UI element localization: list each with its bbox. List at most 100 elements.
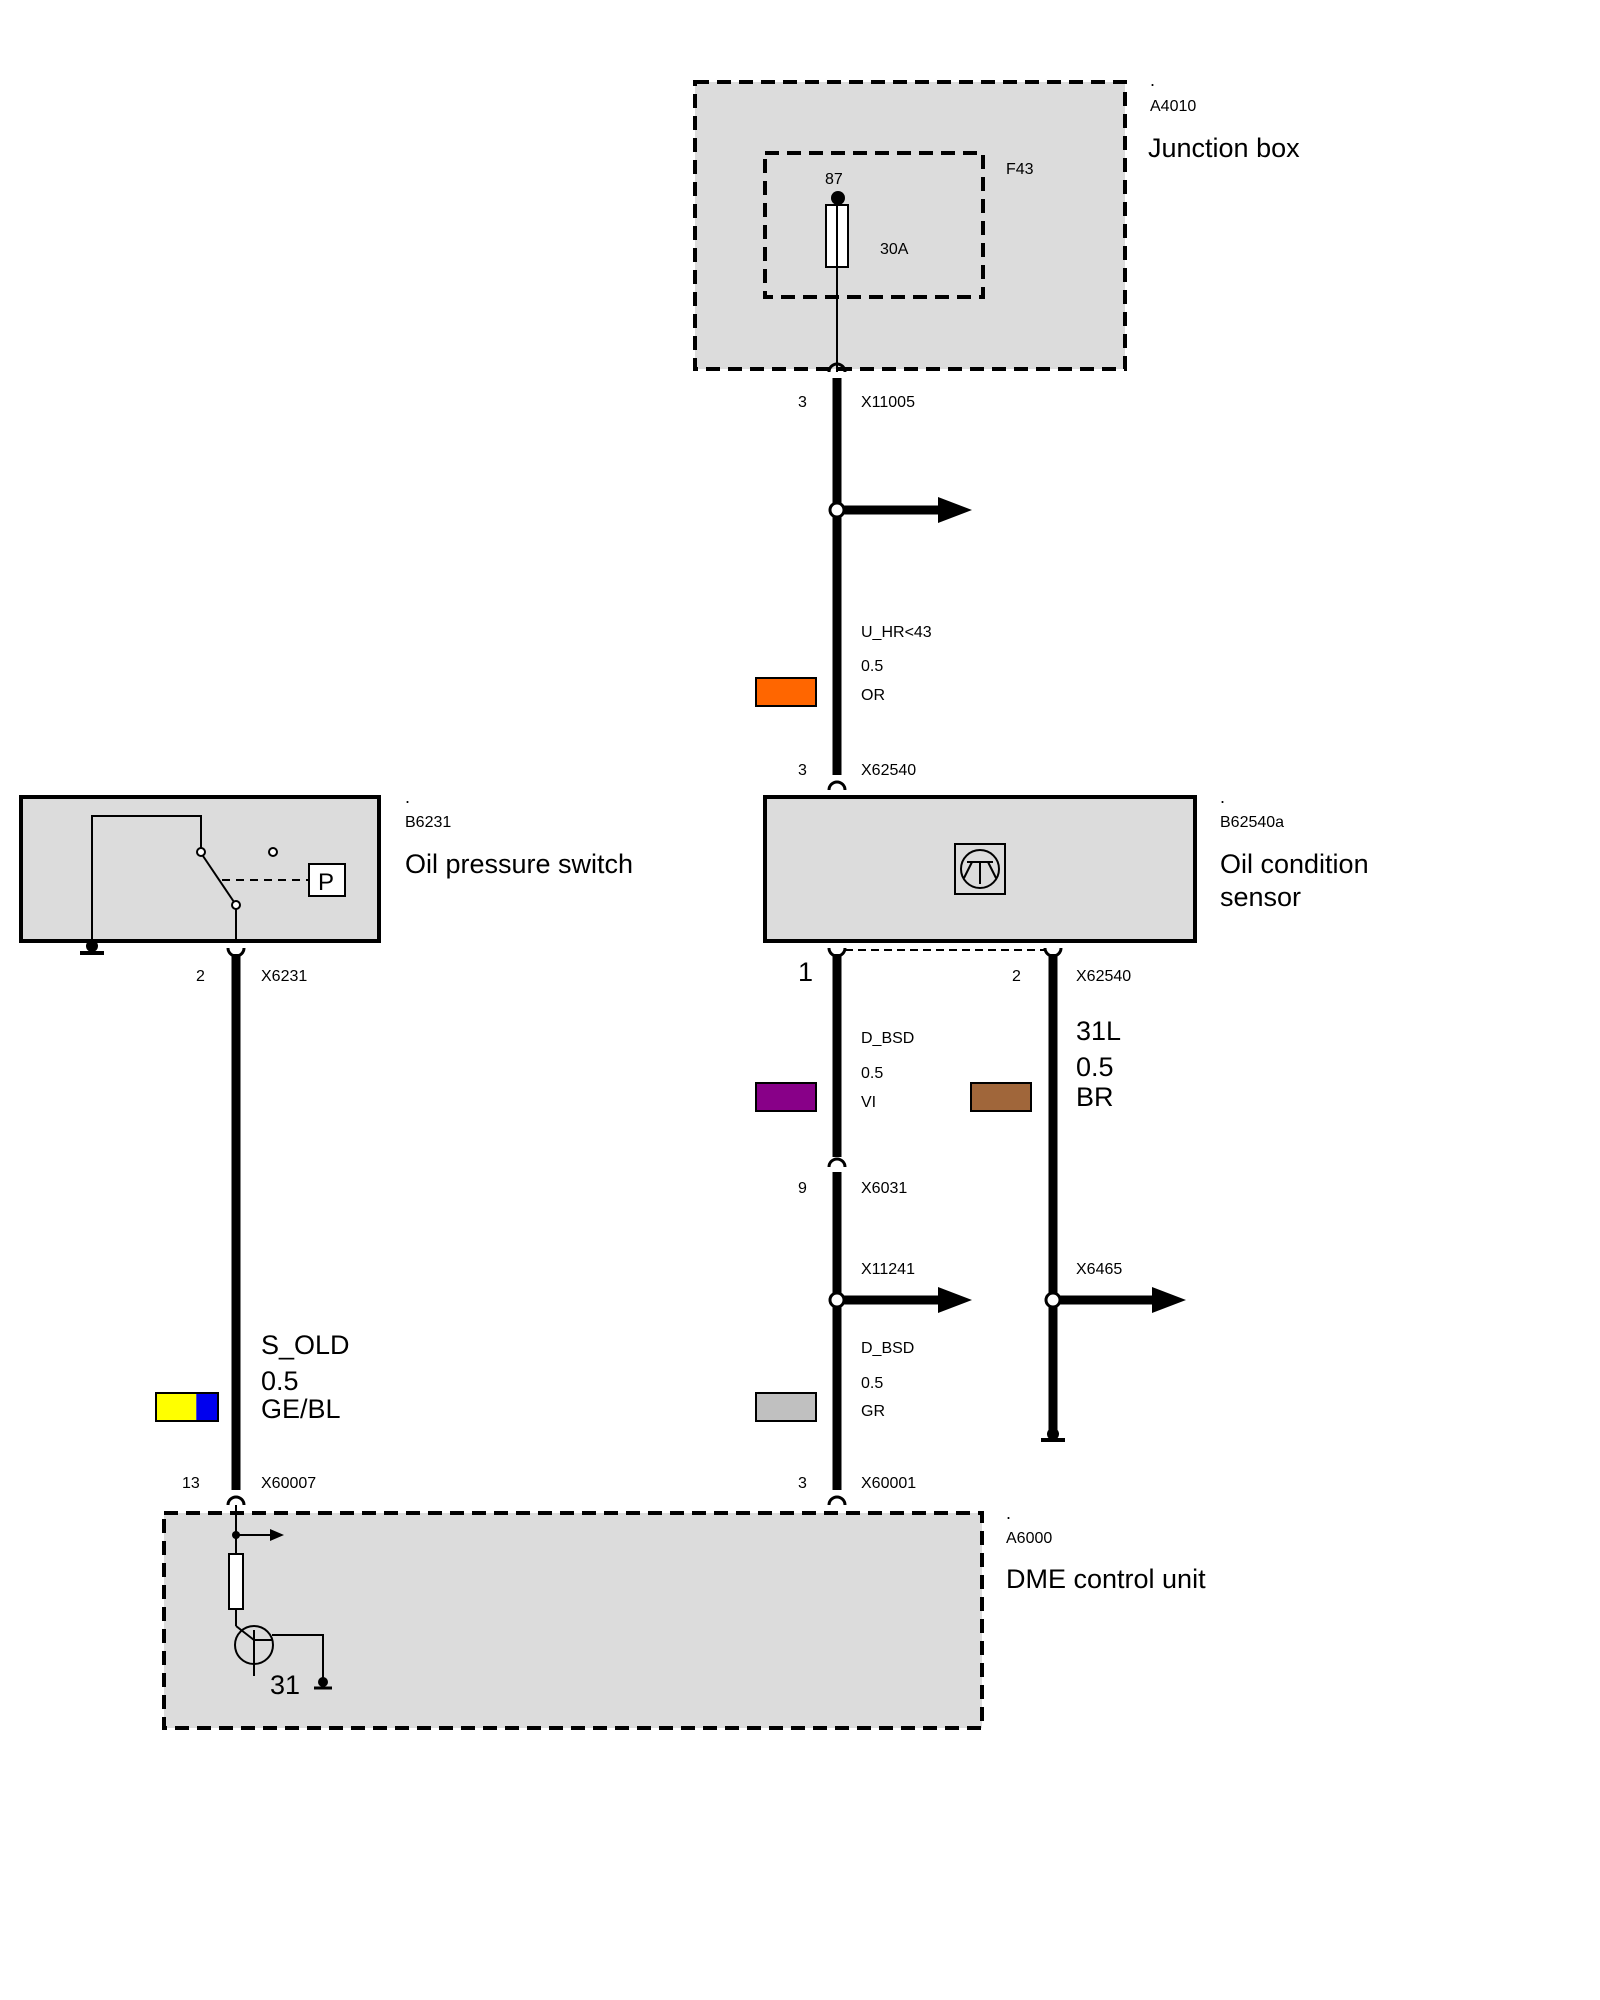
fuse-pin-87-dot bbox=[831, 191, 845, 205]
oil-pressure-switch-name: Oil pressure switch bbox=[405, 849, 633, 879]
connector-x6465-name: X6465 bbox=[1076, 1261, 1122, 1278]
connector-x60007-pin: 13 bbox=[182, 1475, 200, 1492]
pressure-symbol: P bbox=[318, 869, 334, 896]
switch-contact-lower bbox=[231, 900, 241, 910]
splice-dot-x6465 bbox=[1044, 1291, 1062, 1309]
wire-d-bsd-lower-color-swatch bbox=[755, 1392, 817, 1422]
connector-x11005-pin: 3 bbox=[798, 394, 807, 411]
dme-control-unit-name: DME control unit bbox=[1006, 1564, 1206, 1594]
oil-condition-sensor-name-line1: Oil condition bbox=[1220, 849, 1369, 879]
oil-pressure-switch-dot: . bbox=[405, 787, 410, 807]
junction-box-code: A4010 bbox=[1150, 98, 1196, 115]
wire-d-bsd-upper-color-code: VI bbox=[861, 1094, 876, 1111]
wire-31l-size: 0.5 bbox=[1076, 1052, 1114, 1082]
ground-31l-icon bbox=[1041, 1428, 1065, 1442]
fuse-pin: 87 bbox=[825, 171, 843, 188]
wire-s-old-signal: S_OLD bbox=[261, 1330, 350, 1360]
connector-x11241-name: X11241 bbox=[861, 1261, 915, 1278]
dme-control-unit-outline bbox=[162, 1511, 984, 1730]
wire-s-old-color-swatch bbox=[155, 1392, 219, 1422]
wire-31l-color-swatch bbox=[970, 1082, 1032, 1112]
sensor-symbol-left-leg bbox=[963, 861, 973, 879]
oil-condition-sensor-code: B62540a bbox=[1220, 814, 1284, 831]
junction-box-outline bbox=[693, 80, 1127, 371]
dme-control-unit-code: A6000 bbox=[1006, 1530, 1052, 1547]
connector-x62540-pin2-pin: 2 bbox=[1012, 968, 1021, 985]
wire-u-hr-signal: U_HR<43 bbox=[861, 624, 932, 641]
connector-x6231-name: X6231 bbox=[261, 968, 307, 985]
connector-x60001-name: X60001 bbox=[861, 1475, 916, 1492]
oil-condition-sensor-dot: . bbox=[1220, 787, 1225, 807]
swatch-segment bbox=[756, 678, 816, 706]
connector-x62540-pin1-pin: 1 bbox=[798, 957, 813, 987]
fuse-name: F43 bbox=[1006, 161, 1034, 178]
connector-x11005-symbol bbox=[827, 362, 847, 373]
wire-d-bsd-upper-signal: D_BSD bbox=[861, 1030, 914, 1047]
swatch-segment bbox=[756, 1393, 816, 1421]
wire-d-bsd-lower-color-code: GR bbox=[861, 1403, 885, 1420]
wire-u-hr-color-swatch bbox=[755, 677, 817, 707]
oil-condition-sensor: . B62540a Oil condition sensor bbox=[763, 787, 1369, 943]
connector-x11005-name: X11005 bbox=[861, 394, 915, 411]
swatch-border bbox=[755, 1082, 817, 1112]
pressure-sensor-box bbox=[308, 863, 346, 897]
connector-x6031-pin: 9 bbox=[798, 1180, 807, 1197]
wire-31l-color-code: BR bbox=[1076, 1082, 1114, 1112]
wire-d-bsd-lower-signal: D_BSD bbox=[861, 1340, 914, 1357]
sensor-symbol-right-leg bbox=[987, 861, 997, 879]
fuse-rating: 30A bbox=[880, 241, 909, 258]
splice-arrow-x11241-head bbox=[938, 1287, 972, 1313]
sensor-symbol-frame bbox=[954, 843, 1006, 895]
oil-pressure-switch: P . B6231 Oil pressure switch bbox=[19, 787, 633, 943]
splice-arrow-upper-head bbox=[938, 497, 972, 523]
connector-x60001-symbol bbox=[827, 1495, 847, 1506]
swatch-border bbox=[970, 1082, 1032, 1112]
connector-x6231-pin: 2 bbox=[196, 968, 205, 985]
junction-box-name: Junction box bbox=[1148, 133, 1300, 163]
wire-d-bsd-lower-size: 0.5 bbox=[861, 1375, 883, 1392]
connector-x60001-pin: 3 bbox=[798, 1475, 807, 1492]
swatch-segment bbox=[196, 1393, 218, 1421]
ground-switch-icon bbox=[80, 940, 104, 955]
wire-u-hr-size: 0.5 bbox=[861, 658, 883, 675]
swatch-border bbox=[155, 1392, 219, 1422]
junction-box-dot: . bbox=[1150, 70, 1155, 90]
swatch-segment bbox=[971, 1083, 1031, 1111]
wire-d-bsd-upper-color-swatch bbox=[755, 1082, 817, 1112]
dme-ground-label: 31 bbox=[270, 1670, 300, 1700]
wire-d-bsd-upper-size: 0.5 bbox=[861, 1065, 883, 1082]
splice-dot-upper bbox=[828, 501, 846, 519]
connector-x62540-top-name: X62540 bbox=[861, 762, 916, 779]
dme-pullup-resistor bbox=[228, 1553, 244, 1610]
switch-contact-open bbox=[268, 847, 278, 857]
wire-s-old-size: 0.5 bbox=[261, 1366, 299, 1396]
connector-x6031-symbol bbox=[827, 1157, 847, 1168]
wire-s-old-color-code: GE/BL bbox=[261, 1394, 341, 1424]
dme-control-unit-dot: . bbox=[1006, 1503, 1011, 1523]
dme-control-unit: 31 . A6000 DME control unit bbox=[162, 1503, 1206, 1730]
wire-31l-signal: 31L bbox=[1076, 1016, 1121, 1046]
fuse-f43-outline bbox=[763, 151, 985, 299]
dme-ground-wire bbox=[272, 1634, 324, 1680]
dme-internal-arrow-head bbox=[270, 1529, 284, 1541]
connector-x62540-pin2-name: X62540 bbox=[1076, 968, 1131, 985]
connector-x62540-top-symbol bbox=[827, 780, 847, 791]
dme-transistor-collector bbox=[235, 1625, 255, 1641]
connector-x60007-symbol bbox=[226, 1495, 246, 1506]
switch-internal-wire bbox=[91, 815, 202, 941]
connector-x6031-name: X6031 bbox=[861, 1180, 907, 1197]
sensor-symbol-circle bbox=[960, 849, 1000, 889]
wire-u-hr-color-code: OR bbox=[861, 687, 885, 704]
swatch-border bbox=[755, 677, 817, 707]
swatch-border bbox=[755, 1392, 817, 1422]
connector-x62540-top-pin: 3 bbox=[798, 762, 807, 779]
splice-dot-x11241 bbox=[828, 1291, 846, 1309]
swatch-segment bbox=[756, 1083, 816, 1111]
splice-arrow-x6465-head bbox=[1152, 1287, 1186, 1313]
switch-contact-upper bbox=[196, 847, 206, 857]
dme-ground-icon bbox=[314, 1677, 332, 1690]
junction-box: . A4010 Junction box F43 87 30A bbox=[693, 70, 1300, 372]
oil-pressure-switch-code: B6231 bbox=[405, 814, 451, 831]
switch-lever bbox=[202, 855, 235, 903]
